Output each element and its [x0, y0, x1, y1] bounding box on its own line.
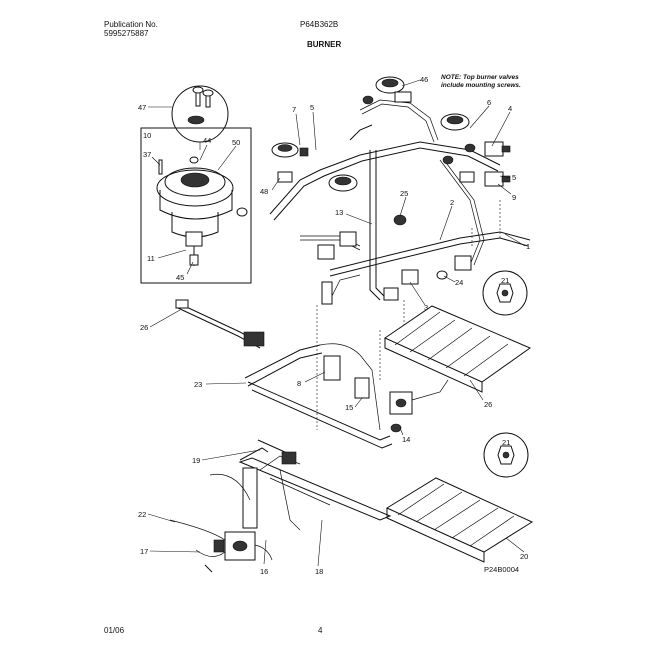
figure-id: P24B0004 [484, 565, 519, 574]
callout-5a: 5 [310, 103, 314, 112]
callout-26b: 26 [484, 400, 492, 409]
callout-25: 25 [400, 189, 408, 198]
callout-21b: 21 [502, 438, 510, 447]
callout-13: 13 [335, 208, 343, 217]
model-number: P64B362B [300, 20, 339, 29]
callout-37: 37 [143, 150, 151, 159]
callout-21a: 21 [501, 276, 509, 285]
callout-14: 14 [402, 435, 410, 444]
footer-page: 4 [318, 626, 323, 635]
callout-2: 2 [450, 198, 454, 207]
broil-burner [169, 439, 392, 573]
callout-19: 19 [192, 456, 200, 465]
detail-circle-nut-lower [483, 432, 529, 478]
callout-18: 18 [315, 567, 323, 576]
leader-lines [147, 79, 526, 567]
callout-7: 7 [292, 105, 296, 114]
callout-20: 20 [520, 552, 528, 561]
callout-9: 9 [512, 193, 516, 202]
callout-5b: 5 [512, 173, 516, 182]
callout-23: 23 [194, 380, 202, 389]
top-burners [271, 76, 470, 192]
detail-circle-nut-upper [482, 270, 528, 316]
oven-burner [244, 343, 449, 449]
callout-47: 47 [138, 103, 146, 112]
callout-3: 3 [424, 303, 428, 312]
callout-1: 1 [526, 242, 530, 251]
burner-detail-inset [140, 85, 252, 284]
callout-45: 45 [176, 273, 184, 282]
callout-16: 16 [260, 567, 268, 576]
callout-46: 46 [420, 75, 428, 84]
section-title: BURNER [307, 40, 342, 49]
note-line-2: include mounting screws. [441, 82, 521, 89]
note-line-1: NOTE: Top burner valves [441, 74, 519, 81]
callout-6: 6 [487, 98, 491, 107]
callout-8: 8 [297, 379, 301, 388]
valves-fittings [277, 91, 511, 305]
callout-24: 24 [455, 278, 463, 287]
callout-labels: 47 46 7 5 6 4 10 44 50 37 48 25 13 1 2 3… [138, 75, 530, 576]
callout-50: 50 [232, 138, 240, 147]
igniter-block [323, 355, 341, 381]
baffle-upper [383, 270, 532, 393]
callout-4: 4 [508, 104, 512, 113]
igniter-19 [281, 451, 297, 465]
callout-10: 10 [143, 131, 151, 140]
publication-number: 5995275887 [104, 29, 149, 38]
note-text: NOTE: Top burner valves include mounting… [441, 74, 541, 90]
baffle-lower [385, 432, 534, 563]
callout-48: 48 [260, 187, 268, 196]
publication-label: Publication No. [104, 20, 158, 29]
callout-17: 17 [140, 547, 148, 556]
callout-26: 26 [140, 323, 148, 332]
callout-15: 15 [345, 403, 353, 412]
callout-11: 11 [147, 254, 155, 263]
callout-44: 44 [203, 136, 211, 145]
callout-22: 22 [138, 510, 146, 519]
igniter-26 [175, 299, 265, 349]
footer-date: 01/06 [104, 626, 125, 635]
gas-manifold [269, 99, 531, 301]
